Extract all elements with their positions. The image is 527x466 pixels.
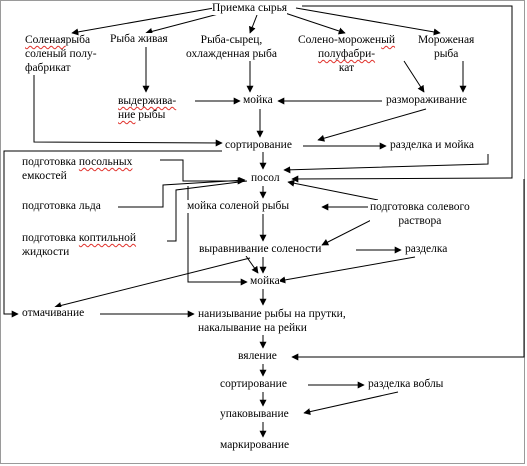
node-podg-solevogo: подготовка солевого раствора (370, 200, 470, 228)
node-podg-koptilnoi: подготовка коптильной жидкости (22, 231, 137, 259)
node-upakovyvanie: упаковывание (220, 408, 289, 421)
node-vyalenie: вяление (238, 350, 277, 363)
node-sortirovanie-2: сортирование (220, 378, 287, 391)
node-razdelka-i-moika: разделка и мойка (390, 139, 475, 152)
edge-priemka-morozh (295, 7, 441, 36)
node-moika-1: мойка (243, 94, 273, 107)
node-moika-solenoi: мойка соленой рыбы (187, 200, 290, 213)
node-ryba-zhivaya: Рыба живая (110, 33, 168, 46)
node-vyravnivanie: выравнивание солености (199, 243, 322, 256)
node-razdelka-vobly: разделка воблы (368, 378, 444, 391)
edge-razdelka-posol (283, 154, 489, 174)
node-otmachivanie: отмачивание (22, 307, 85, 320)
edge-lda-posol (118, 176, 246, 208)
edge-priemka-syrets (249, 14, 258, 34)
edge-solmor-razmoraz (403, 60, 425, 93)
edge-priemka-solmor (281, 11, 346, 35)
edge-posol-loop-moika2 (187, 186, 248, 286)
node-priemka: Приемка сырья (212, 2, 288, 15)
edge-razdelka-v-upakov (303, 391, 399, 416)
edge-sort-left-loop (3, 150, 222, 318)
edge-priemka-right (291, 5, 513, 183)
node-morozhenaya: Мороженая рыба (418, 34, 475, 60)
edge-kopt-otmach (54, 257, 251, 309)
edge-emkosti-posol (160, 159, 245, 185)
node-markirovanie: маркирование (220, 439, 290, 452)
node-ryba-syrets: Рыба-сырец, охлажденная рыба (186, 34, 277, 60)
node-razdelka: разделка (405, 243, 448, 256)
edge-priemka-solenaya (71, 7, 215, 36)
node-podg-lda: подготовка льда (22, 200, 101, 213)
edge-right-loop-vyalenie (291, 179, 525, 361)
edge-razdelka-moika2 (278, 256, 416, 284)
edge-razmoraz-sort (317, 108, 427, 142)
node-moika-2: мойка (250, 275, 280, 288)
node-podg-emkostei: подготовка посольных емкостей (22, 155, 133, 183)
edge-priemka-zhivaya (145, 11, 227, 35)
node-nanizyvanie: нанизывание рыбы на прутки, накалывание … (198, 307, 346, 335)
node-posol: посол (251, 172, 280, 185)
node-solenaya-ryba: Соленаярыба соленый полу- фабрикат (25, 34, 97, 74)
node-razmorazhivanie: размораживание (386, 94, 468, 107)
edge-solevoi-posol (287, 179, 379, 201)
edge-kopt-posol (167, 180, 248, 242)
node-sortirovanie-1: сортирование (225, 139, 292, 152)
node-soleno-morozh: Солено-мороженый полуфабри- кат (298, 34, 396, 74)
node-vyderzhivanie: выдержива- ние рыбы (118, 94, 177, 122)
edge-solenaya-sort (33, 75, 223, 147)
